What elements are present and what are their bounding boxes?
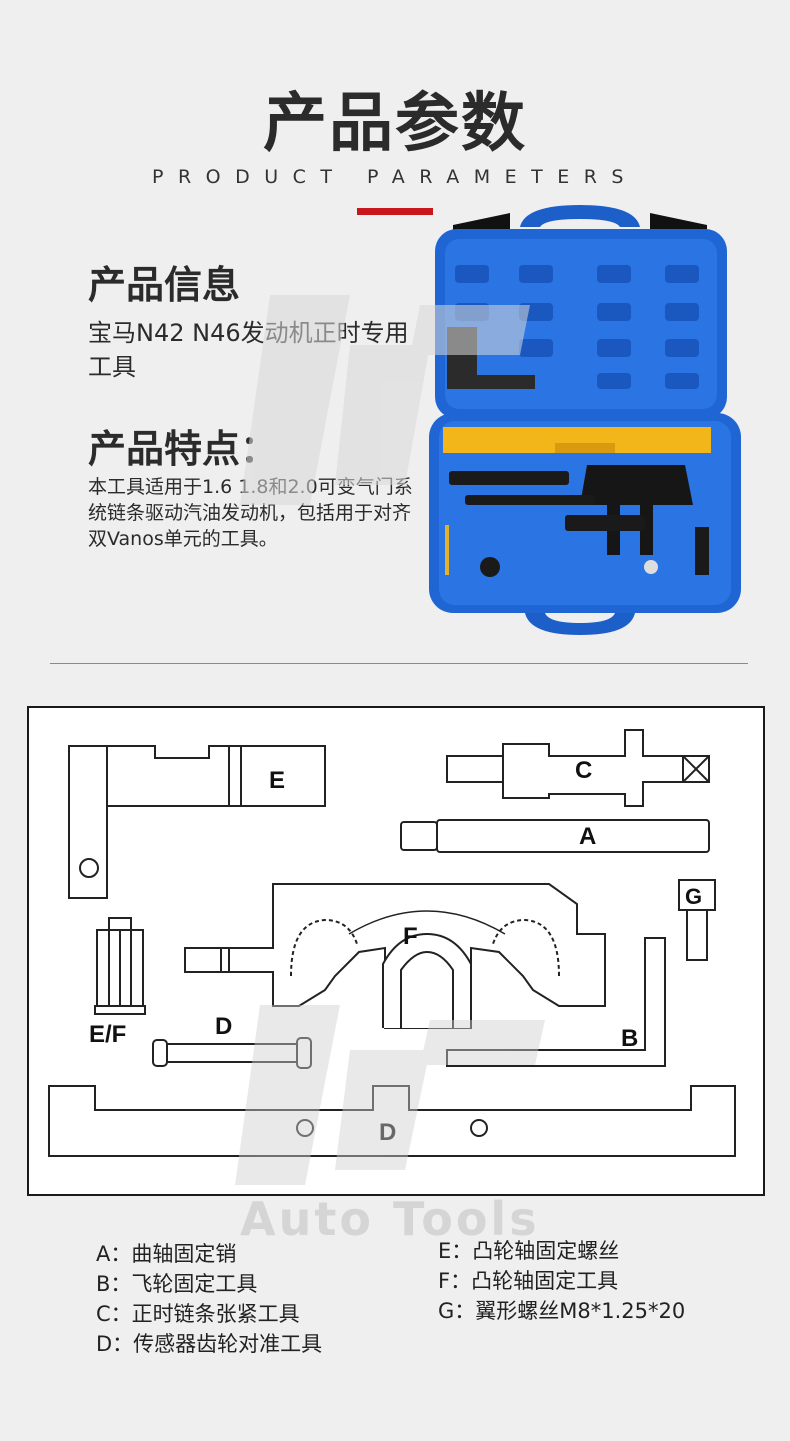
label-ef: E/F (89, 1021, 126, 1048)
page-title: 产品参数 (263, 87, 527, 161)
info-heading: 产品信息 (88, 263, 241, 307)
part-c: C (446, 729, 710, 807)
label-b: B (621, 1025, 638, 1052)
label-d-bar: D (379, 1119, 396, 1146)
watermark-text: Auto Tools (240, 1192, 540, 1246)
part-g: G (678, 879, 716, 961)
legend-item-e: E：凸轮轴固定螺丝 (438, 1239, 620, 1263)
info-text: 宝马N42 N46发动机正时专用工具 (88, 319, 409, 381)
label-c: C (575, 757, 592, 784)
part-a: A (400, 819, 710, 853)
page-subtitle: PRODUCT PARAMETERS (151, 166, 638, 188)
parts-diagram: E C A G (27, 706, 765, 1196)
part-f: F (184, 883, 606, 1029)
part-b: B (446, 937, 666, 1067)
label-f: F (403, 923, 418, 950)
label-e: E (269, 767, 285, 794)
label-g: G (685, 884, 702, 909)
part-d-bolt: D (152, 1013, 312, 1069)
legend-item-g: G：翼形螺丝M8*1.25*20 (438, 1299, 686, 1323)
part-e: E (68, 745, 326, 899)
legend-item-c: C：正时链条张紧工具 (96, 1302, 300, 1326)
label-a: A (579, 823, 596, 850)
legend-item-f: F：凸轮轴固定工具 (438, 1269, 619, 1293)
legend-item-d: D：传感器齿轮对准工具 (96, 1332, 323, 1356)
brand-watermark-logo (240, 295, 530, 505)
legend-item-b: B：飞轮固定工具 (96, 1272, 258, 1296)
legend-item-a: A：曲轴固定销 (96, 1242, 237, 1266)
part-ef: E/F (89, 917, 146, 1048)
brand-watermark-logo-lower (235, 1005, 545, 1185)
label-d-small: D (215, 1013, 232, 1040)
section-divider (50, 663, 748, 664)
part-d-bar: D (48, 1085, 736, 1157)
title-underline (357, 208, 433, 215)
